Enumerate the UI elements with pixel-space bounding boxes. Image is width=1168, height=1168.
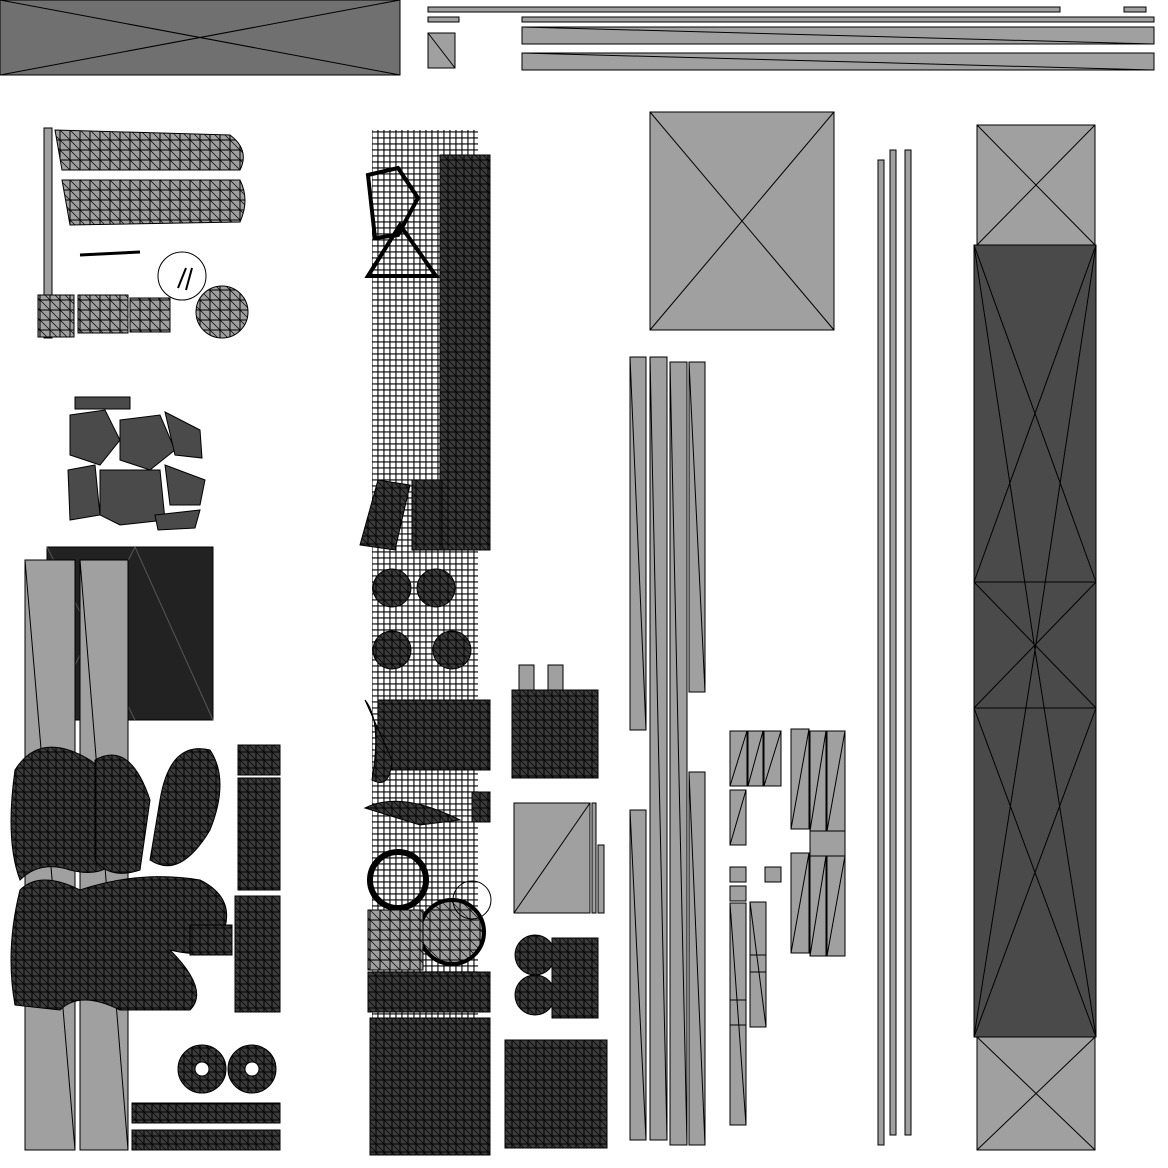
column-strips [629,356,706,1146]
island-bar [131,1129,281,1151]
island-thin-strip [904,149,912,1136]
island-strip [427,16,460,23]
island-strip [427,6,1061,13]
dense-mesh-parts [359,154,492,1156]
dark-polygon-cluster [67,396,206,531]
island-strip [521,16,1155,23]
top-strip-group [0,0,1155,76]
organic-mesh-cluster [10,744,281,1013]
small-rect-islands [729,728,846,1126]
island-thin-strip [877,159,885,1146]
cylinder-cluster [37,127,249,339]
island-thin-strip [889,149,897,1136]
island-strip [1123,6,1147,13]
island-bar [131,1102,281,1124]
middle-cluster [504,664,608,1149]
